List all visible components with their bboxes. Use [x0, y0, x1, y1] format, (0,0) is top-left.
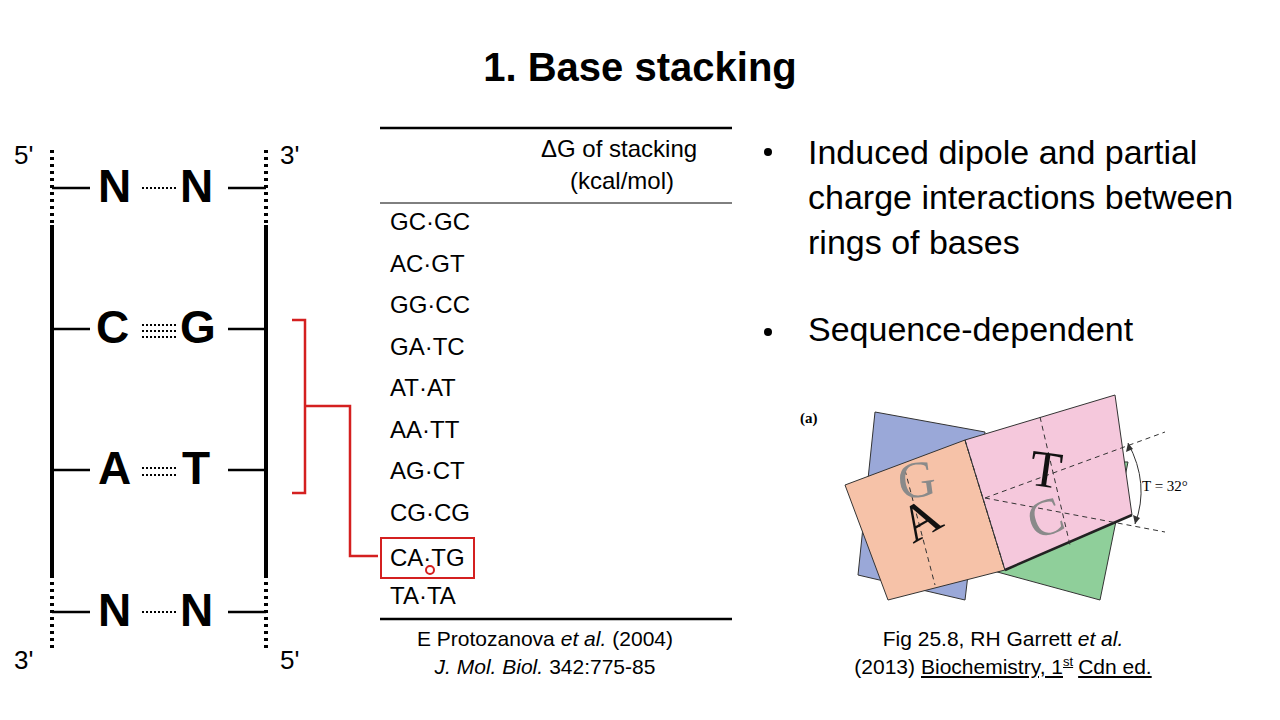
- base-letter: A: [98, 442, 131, 495]
- base-letter: N: [98, 160, 131, 213]
- bullet: [764, 328, 772, 336]
- backbone: [264, 225, 268, 575]
- table-cell: AT·AT: [390, 374, 456, 402]
- table-rule: [380, 203, 732, 204]
- base-letter: T: [182, 442, 210, 495]
- column-header: ΔG of stacking: [541, 135, 697, 163]
- citation: J. Mol. Biol.: [435, 655, 544, 678]
- stacking-figure: [845, 395, 1165, 600]
- strand-end: 3': [280, 141, 299, 171]
- strand-end: 5': [280, 646, 299, 676]
- base-letter: N: [180, 584, 213, 637]
- strand-end: 3': [14, 646, 33, 676]
- figure-caption: Fig 25.8, RH Garrett: [883, 627, 1072, 650]
- bullet-text: Induced dipole and partial charge intera…: [808, 130, 1253, 265]
- table-cell: CA·TG: [390, 542, 465, 573]
- citation: 342:775-85: [549, 655, 655, 678]
- table-cell: AG·CT: [390, 457, 465, 485]
- figure-caption-line: (2013) Biochemistry, 1st Cdn ed.: [753, 655, 1253, 679]
- hydrogen-bonds: [142, 188, 178, 612]
- citation-line: J. Mol. Biol.342:775-85: [295, 655, 795, 679]
- backbone: [50, 225, 54, 575]
- bullet-text: Sequence-dependent: [808, 310, 1133, 349]
- figure-caption: Cdn ed.: [1078, 655, 1152, 678]
- base-letter: C: [96, 301, 129, 354]
- table-cell: CG·CG: [390, 499, 470, 527]
- base-letter: N: [98, 584, 131, 637]
- strand-end: 5': [14, 141, 33, 171]
- table-rule: [380, 127, 732, 130]
- figure-caption: (2013): [854, 655, 915, 678]
- figure-caption: Biochemistry, 1: [921, 655, 1063, 678]
- slide-title: 1. Base stacking: [340, 44, 940, 90]
- figure-caption: et al.: [1078, 627, 1124, 650]
- citation-line: E Protozanova et al.(2004): [295, 627, 795, 651]
- panel-letter: (a): [800, 410, 818, 427]
- figure-caption-line: Fig 25.8, RH Garrett et al.: [753, 627, 1253, 651]
- column-header: (kcal/mol): [570, 167, 674, 195]
- table-cell: AA·TT: [390, 416, 459, 444]
- rung-stubs: [52, 188, 266, 612]
- table-rule: [380, 618, 732, 621]
- bracket-leader: [292, 320, 378, 556]
- base-letter: N: [180, 160, 213, 213]
- citation: E Protozanova: [417, 627, 555, 650]
- table-cell: GC·GC: [390, 208, 470, 236]
- angle-label: T = 32°: [1142, 478, 1188, 495]
- table-cell: GG·CC: [390, 291, 470, 319]
- figure-caption: st: [1063, 654, 1073, 669]
- table-cell: GA·TC: [390, 333, 465, 361]
- highlight-box: CA·TG: [380, 537, 475, 579]
- citation: et al.: [561, 627, 607, 650]
- bullet: [764, 148, 772, 156]
- citation: (2004): [612, 627, 673, 650]
- table-cell: TA·TA: [390, 582, 456, 610]
- base-letter: G: [180, 301, 216, 354]
- table-cell: AC·GT: [390, 250, 465, 278]
